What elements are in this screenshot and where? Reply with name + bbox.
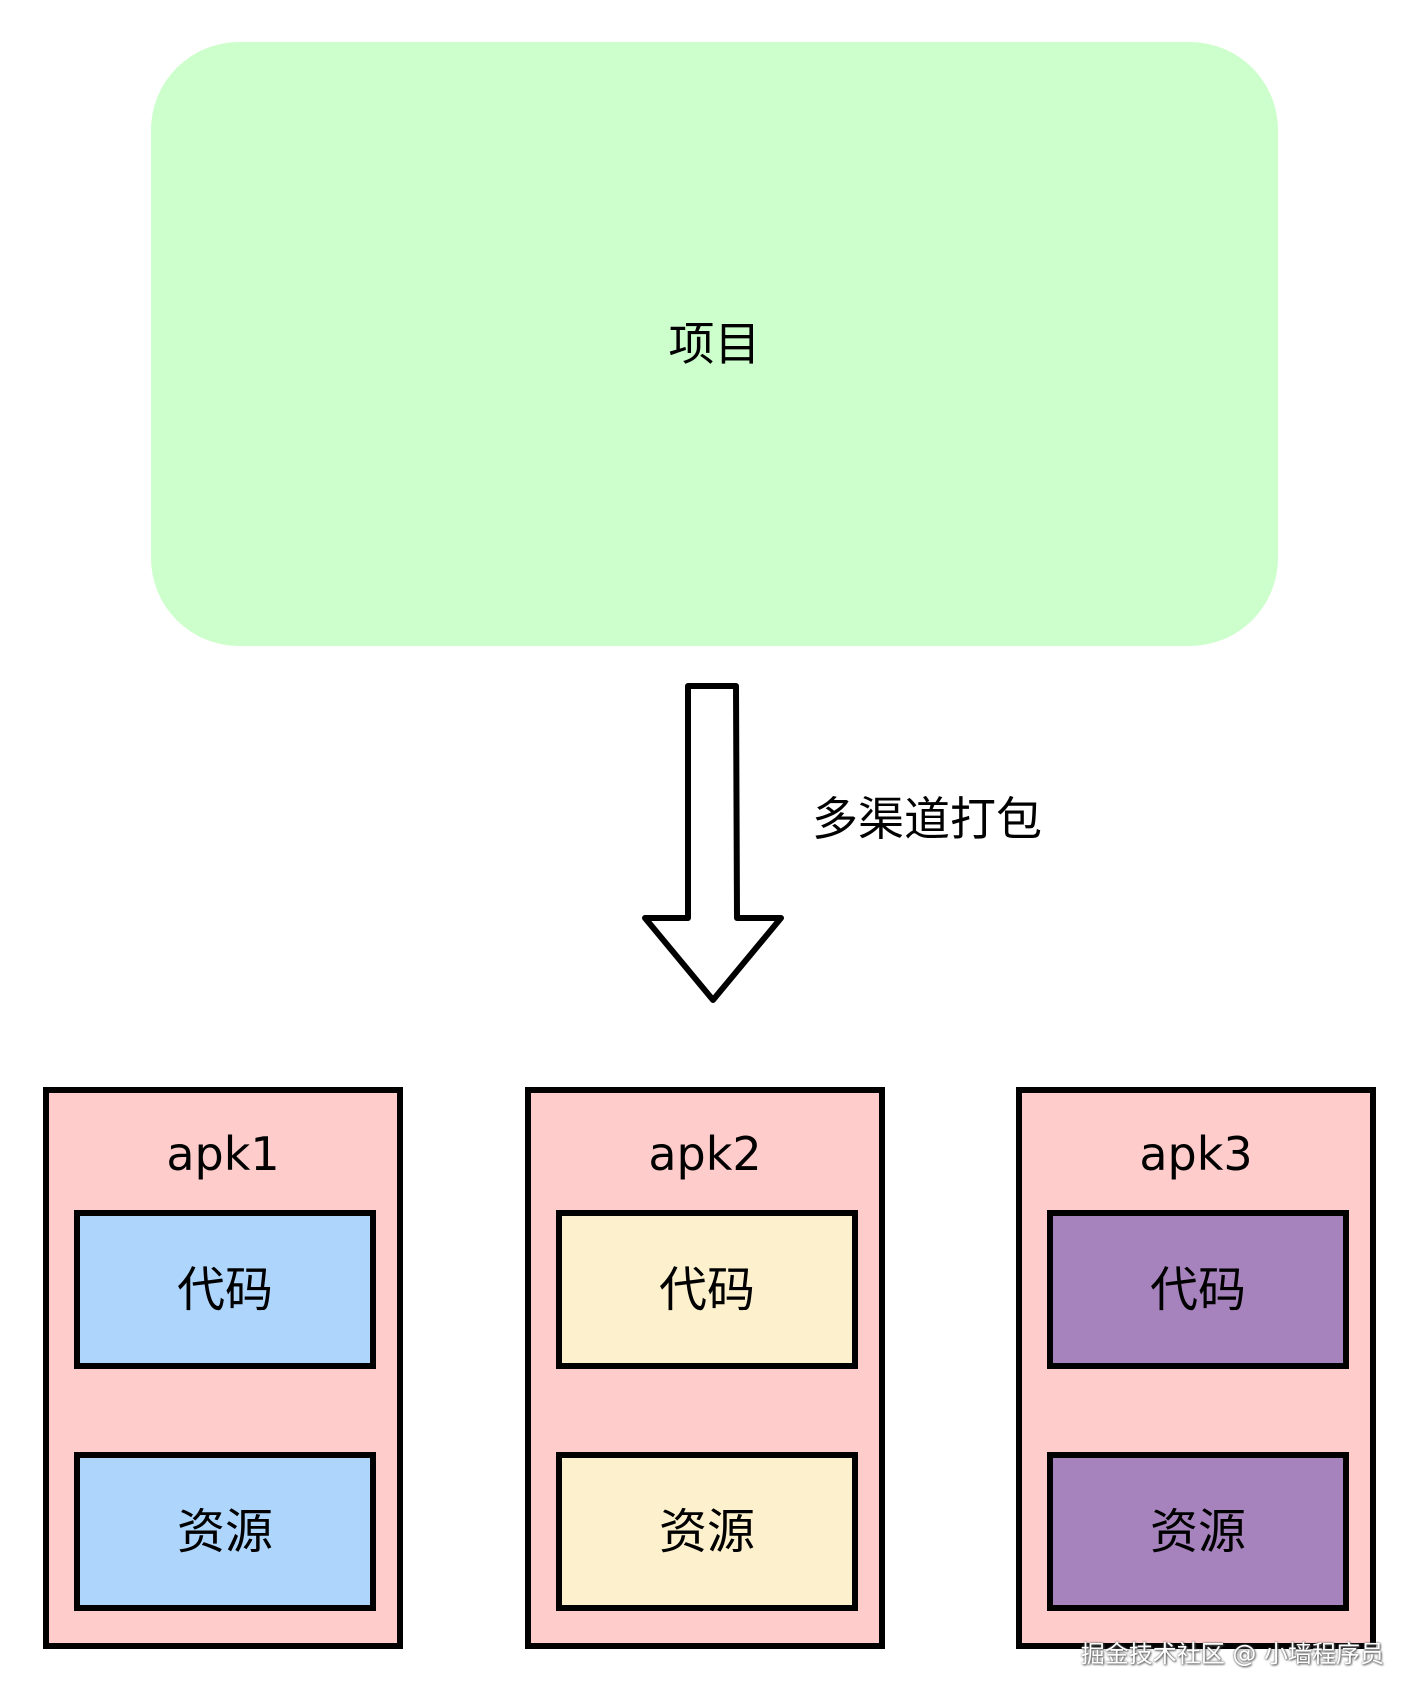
project-box: 项目 — [151, 42, 1278, 646]
project-label: 项目 — [668, 317, 761, 371]
resource-block: 资源 — [556, 1452, 858, 1611]
watermark: 掘金技术社区 @ 小墙程序员 — [1080, 1640, 1384, 1668]
apk-box-1: apk1 代码 资源 — [43, 1087, 403, 1649]
apk-title: apk3 — [1139, 1127, 1253, 1181]
code-block: 代码 — [74, 1210, 376, 1369]
apk-title: apk1 — [166, 1127, 280, 1181]
code-block: 代码 — [556, 1210, 858, 1369]
apk-box-2: apk2 代码 资源 — [525, 1087, 885, 1649]
apk-box-3: apk3 代码 资源 — [1016, 1087, 1376, 1649]
code-block: 代码 — [1047, 1210, 1349, 1369]
resource-block: 资源 — [1047, 1452, 1349, 1611]
apk-title: apk2 — [648, 1127, 762, 1181]
arrow-label: 多渠道打包 — [812, 792, 1042, 846]
resource-block: 资源 — [74, 1452, 376, 1611]
down-arrow-icon — [642, 683, 784, 1003]
